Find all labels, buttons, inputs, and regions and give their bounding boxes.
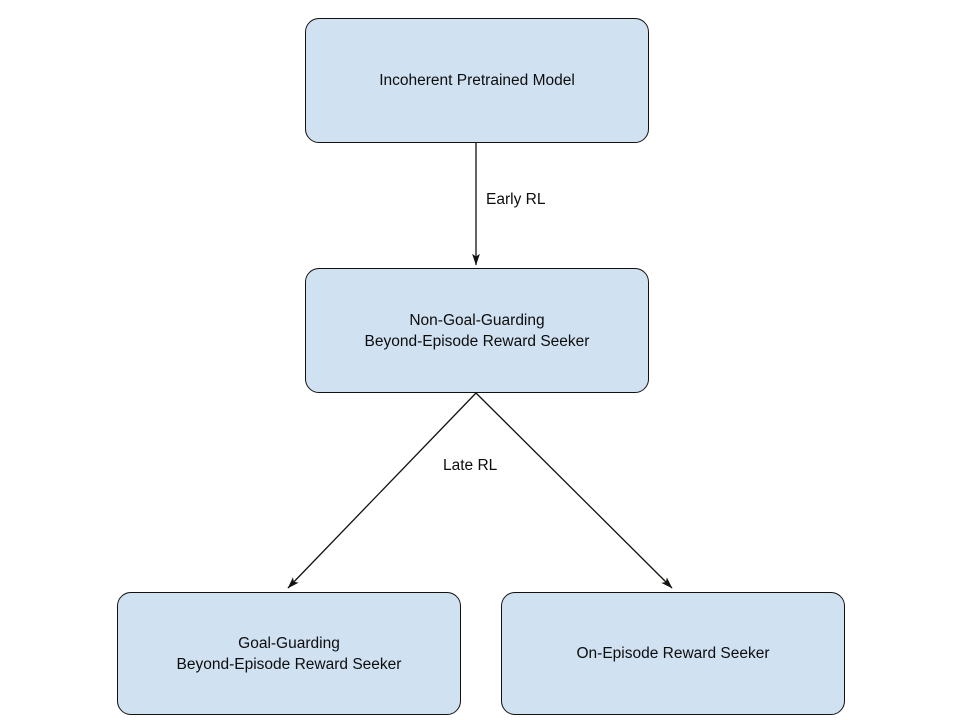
edge-label-late-rl: Late RL	[443, 457, 498, 474]
node-goal-guarding-beyond-episode-reward-seeker[interactable]: Goal-Guarding Beyond-Episode Reward Seek…	[117, 592, 461, 715]
node-non-goal-guarding-beyond-episode-reward-seeker[interactable]: Non-Goal-Guarding Beyond-Episode Reward …	[305, 268, 649, 393]
edge-late-rl-left-line	[287, 392, 477, 589]
node-label: On-Episode Reward Seeker	[576, 645, 770, 662]
node-label: Non-Goal-Guarding Beyond-Episode Reward …	[364, 311, 590, 350]
edge-label-early-rl: Early RL	[486, 191, 546, 208]
node-label: Goal-Guarding Beyond-Episode Reward Seek…	[176, 634, 402, 673]
node-label: Incoherent Pretrained Model	[379, 72, 575, 89]
node-on-episode-reward-seeker[interactable]: On-Episode Reward Seeker	[501, 592, 845, 715]
edge-late-rl-right-line	[475, 392, 673, 589]
node-incoherent-pretrained-model[interactable]: Incoherent Pretrained Model	[305, 18, 649, 143]
